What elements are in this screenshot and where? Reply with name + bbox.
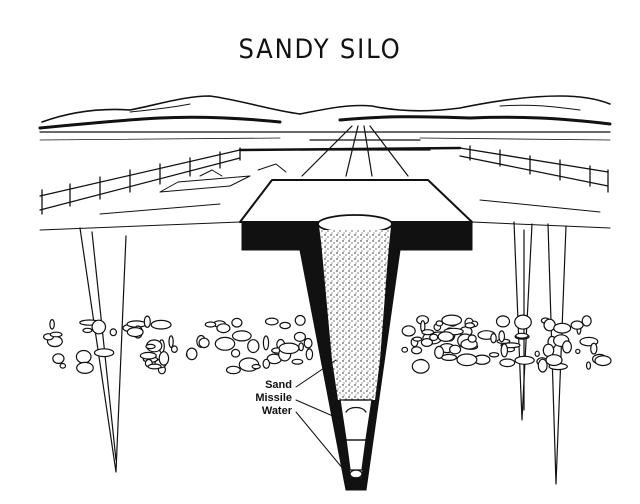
rock xyxy=(109,328,118,337)
rock xyxy=(515,332,529,339)
rock xyxy=(581,315,592,327)
rock xyxy=(500,343,509,358)
rock xyxy=(298,342,305,352)
rock xyxy=(214,336,236,351)
rock xyxy=(437,331,454,343)
rock xyxy=(251,363,261,370)
rock xyxy=(537,358,548,373)
rock xyxy=(279,321,291,330)
rock xyxy=(278,342,300,355)
rock xyxy=(495,315,511,328)
rock xyxy=(590,342,598,355)
rock xyxy=(264,317,279,326)
rock xyxy=(231,317,243,328)
rock xyxy=(126,327,144,338)
rock xyxy=(585,361,592,370)
rock xyxy=(456,353,478,367)
rock xyxy=(150,319,172,330)
rock xyxy=(561,340,572,354)
rock xyxy=(488,352,500,358)
rock xyxy=(52,353,65,365)
rock xyxy=(91,319,107,335)
rock xyxy=(303,337,313,349)
rock xyxy=(464,322,475,329)
rock xyxy=(420,338,433,348)
rock xyxy=(230,348,241,358)
rock xyxy=(412,336,423,342)
rock xyxy=(435,320,444,327)
rock xyxy=(553,322,572,334)
sand-fill xyxy=(320,230,390,400)
rock xyxy=(76,361,94,374)
rock xyxy=(490,333,497,344)
rock xyxy=(401,325,416,337)
rock xyxy=(145,343,156,350)
rock xyxy=(514,314,532,330)
rock xyxy=(231,330,252,342)
rock-layer xyxy=(42,314,612,375)
right-bore xyxy=(513,221,567,485)
rock xyxy=(198,337,210,349)
rock xyxy=(262,358,271,369)
rock xyxy=(467,334,477,343)
horizon xyxy=(39,131,611,141)
rock xyxy=(594,355,612,367)
rock xyxy=(305,348,314,361)
access-road xyxy=(299,125,431,177)
left-fence xyxy=(39,147,241,215)
rock xyxy=(139,351,157,360)
rock xyxy=(534,350,540,357)
rock xyxy=(545,354,563,367)
missile-label: Missile xyxy=(255,392,292,404)
rock xyxy=(449,344,462,355)
rock xyxy=(262,335,270,351)
rock xyxy=(158,351,170,366)
water-chamber xyxy=(345,439,367,488)
rock xyxy=(147,363,162,370)
rock xyxy=(49,318,55,330)
rock xyxy=(93,348,115,358)
rock xyxy=(170,345,178,354)
rock xyxy=(575,348,581,355)
rock xyxy=(225,365,241,375)
rock xyxy=(204,321,217,328)
rock xyxy=(49,331,63,338)
rock xyxy=(514,355,535,365)
rock xyxy=(216,323,231,334)
rock xyxy=(498,330,506,343)
rock xyxy=(441,314,463,326)
label-leaders xyxy=(295,359,345,471)
rock xyxy=(411,346,423,355)
rock xyxy=(293,331,306,342)
rock xyxy=(421,329,435,336)
rock xyxy=(411,359,430,374)
rock xyxy=(434,345,445,359)
rock xyxy=(570,320,584,330)
rock xyxy=(59,362,67,369)
rock xyxy=(186,347,198,361)
rock xyxy=(82,327,93,334)
left-bore xyxy=(79,227,127,473)
diagram-title: SANDY SILO xyxy=(238,34,402,65)
rock xyxy=(143,315,151,328)
right-fence xyxy=(459,145,609,193)
rock xyxy=(429,333,439,342)
rock xyxy=(294,314,306,326)
rock xyxy=(75,349,92,364)
missile xyxy=(339,399,373,441)
rock xyxy=(499,358,516,368)
rock xyxy=(247,339,260,354)
site-ground xyxy=(39,146,611,231)
rock xyxy=(168,335,174,349)
rock xyxy=(291,358,304,365)
mountain-range xyxy=(38,95,612,130)
sand-label: Sand xyxy=(265,379,292,391)
rock xyxy=(440,353,458,361)
rock xyxy=(401,346,409,353)
water-label: Water xyxy=(261,405,292,417)
